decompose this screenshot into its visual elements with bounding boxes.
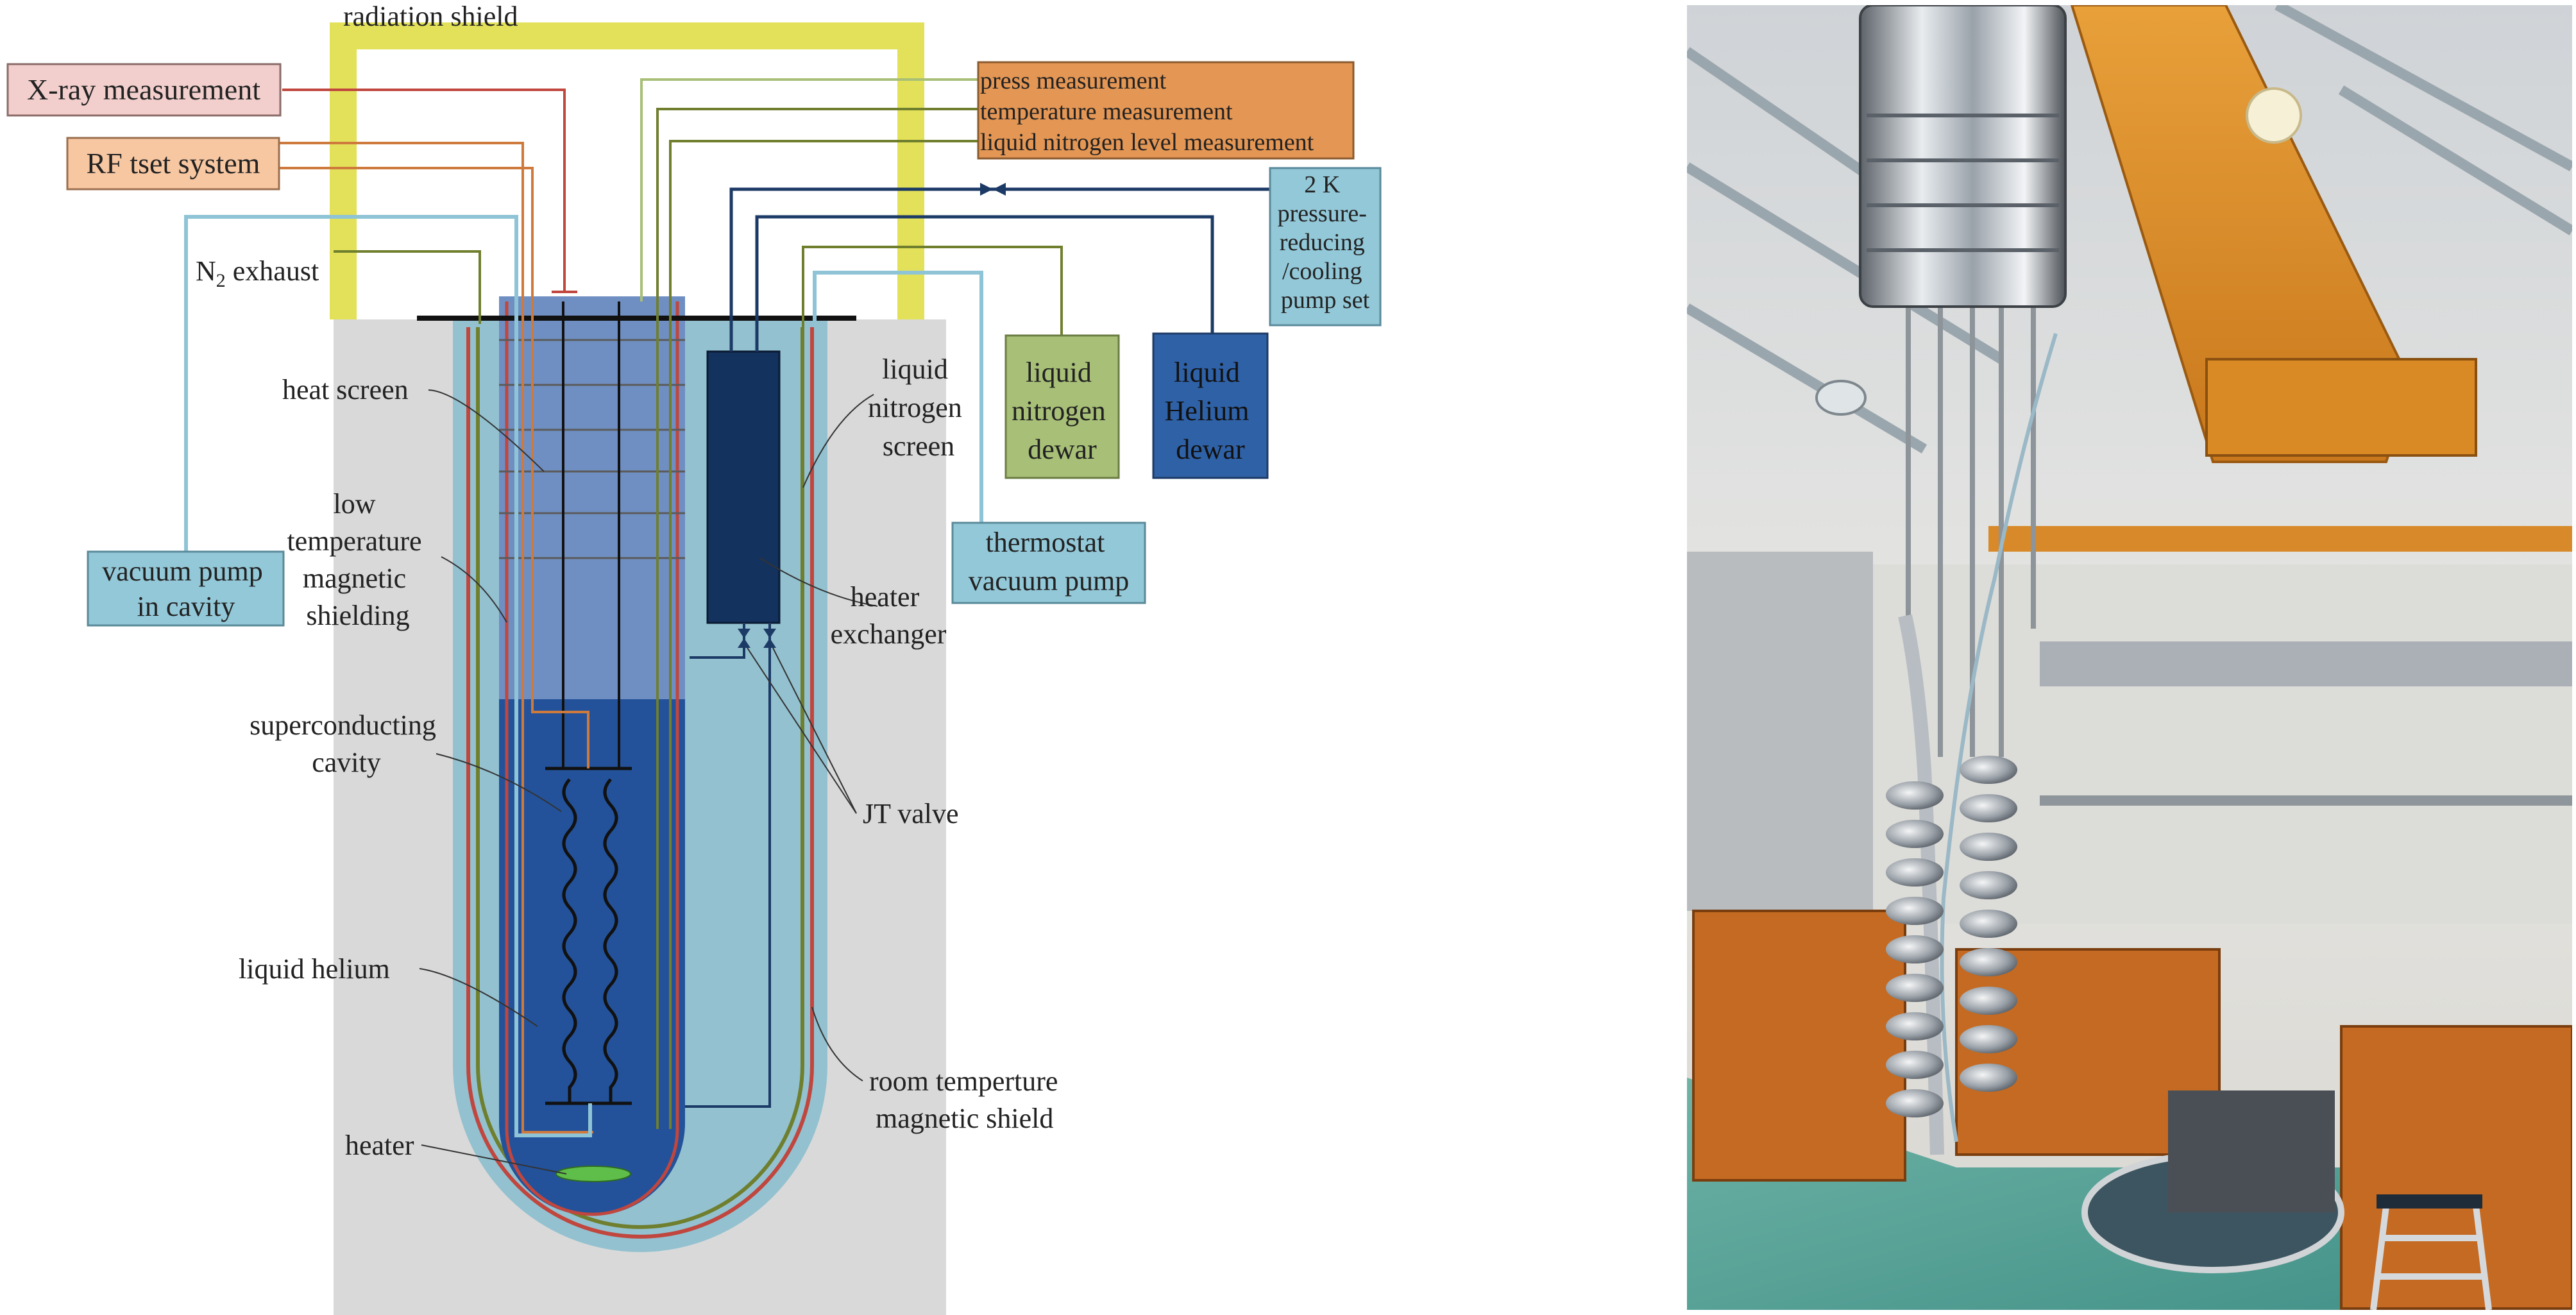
heat-screen-baffles — [499, 339, 685, 559]
thermostat-line — [813, 271, 983, 523]
heat-exchanger — [706, 350, 781, 624]
ceiling-lamp-right — [2246, 87, 2302, 144]
pump-2k-box: 2 K pressure- reducing /cooling pump set — [1269, 167, 1382, 327]
support-rods — [562, 301, 620, 770]
cryostat-diagram: radiation shield — [6, 1, 1382, 1315]
lhe-dewar-text: liquid Helium dewar — [1165, 357, 1257, 465]
vacuum-pump-cavity-box: vacuum pump in cavity — [87, 550, 285, 627]
thermostat-vacuum-pump-box: thermostat vacuum pump — [951, 522, 1146, 604]
room-temperature-magnetic-shield — [466, 327, 814, 1239]
cryostat-photo — [1687, 5, 2572, 1310]
temperature-measurement-line — [656, 108, 978, 1129]
jt-valve-label: JT valve — [863, 798, 959, 829]
heater-element — [555, 1166, 631, 1182]
low-temp-shield-label: low temperature magnetic shielding — [287, 488, 428, 631]
xray-measurement-box: X-ray measurement — [6, 63, 282, 117]
rf-line-a — [279, 142, 593, 1133]
xray-measurement-text: X-ray measurement — [27, 73, 260, 106]
level-measurement-line — [669, 140, 978, 1129]
liquid-helium-label: liquid helium — [239, 953, 390, 985]
cavity-label: superconducting cavity — [250, 709, 443, 778]
2k-line-valve-icon — [980, 183, 993, 196]
radiation-shield — [330, 22, 924, 319]
vacuum-pump-cavity-text: vacuum pump in cavity — [102, 556, 270, 622]
heater-exchanger-label: heater exchanger — [831, 581, 947, 650]
measurements-box: press measurement temperature measuremen… — [977, 61, 1355, 160]
step-ladder-top — [2377, 1194, 2482, 1209]
ln2-dewar-box: liquid nitrogen dewar — [1004, 334, 1120, 479]
step-ladder — [2370, 1205, 2492, 1310]
rf-test-system-text: RF tset system — [87, 147, 260, 180]
rear-wall — [1873, 564, 2572, 924]
insert-flange-rings — [1867, 114, 2059, 252]
liquid-helium-region — [499, 699, 685, 1216]
radiation-shield-label: radiation shield — [343, 1, 518, 32]
insert-cables — [1940, 333, 2058, 1142]
cavity-string-left — [1886, 781, 1944, 1117]
crane-trolley — [2205, 358, 2477, 457]
overhead-pipe-2 — [2040, 795, 2572, 806]
nitrogen-screen-label: liquid nitrogen screen — [868, 353, 969, 462]
liquid-nitrogen-shield-line — [476, 327, 804, 1229]
insert-flange-stack — [1859, 5, 2067, 308]
rf-line-b — [279, 167, 589, 768]
ln2-dewar-line — [802, 246, 1063, 488]
orange-cabinet-left — [1692, 910, 1906, 1182]
room-temp-shield-label: room temperture magnetic shield — [869, 1065, 1065, 1134]
leader-lines — [419, 389, 878, 1175]
xray-line — [282, 89, 566, 292]
n2-exhaust-line — [334, 250, 481, 324]
pump-2k-line — [729, 187, 1270, 352]
heat-screen-label: heat screen — [282, 374, 409, 405]
jt-return-line — [685, 623, 771, 1108]
2k-line-valve-icon-2 — [993, 183, 1006, 196]
jt-valve-icon — [738, 629, 776, 648]
left-wall — [1687, 552, 1873, 911]
press-measurement-line — [640, 78, 978, 301]
vacuum-line-cavity — [184, 215, 592, 1137]
ln2-dewar-text: liquid nitrogen dewar — [1012, 357, 1113, 465]
ceiling-lamp-left — [1815, 380, 1867, 416]
pump-2k-text: 2 K pressure- reducing /cooling pump set — [1278, 171, 1373, 314]
low-temperature-magnetic-shielding — [505, 301, 679, 1216]
lhe-line — [755, 215, 1214, 352]
heater-label: heater — [345, 1130, 414, 1161]
overhead-pipe — [2040, 641, 2572, 686]
pit-equipment — [2168, 1090, 2335, 1212]
measurements-text: press measurement temperature measuremen… — [980, 67, 1314, 156]
rf-test-system-box: RF tset system — [66, 137, 280, 191]
thermostat-vacuum-pump-text: thermostat vacuum pump — [969, 527, 1130, 597]
lhe-dewar-box: liquid Helium dewar — [1152, 332, 1269, 479]
n2-exhaust-label: N2 exhaust — [196, 255, 319, 291]
cavity-string-right — [1960, 756, 2017, 1092]
crane-rail — [1988, 526, 2572, 552]
